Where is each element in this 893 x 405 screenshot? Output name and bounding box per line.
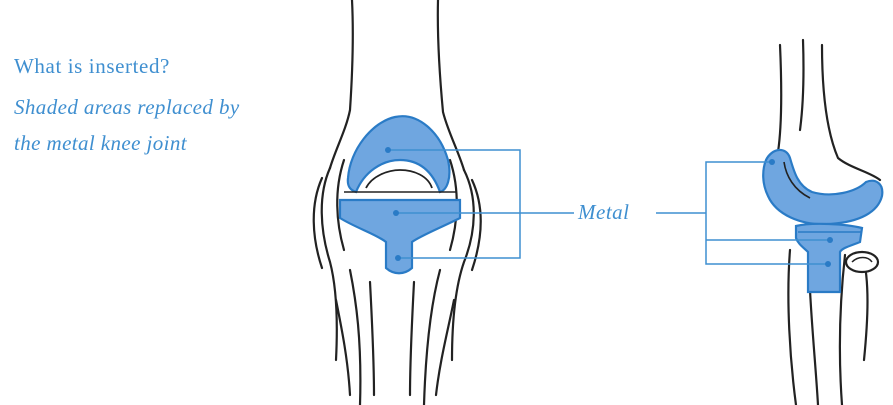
front-tibial-component xyxy=(340,200,460,273)
front-condyle-line xyxy=(366,170,432,188)
side-femoral-component xyxy=(763,150,882,224)
side-patella xyxy=(846,252,878,272)
front-femoral-component xyxy=(348,116,450,192)
metal-callout-label: Metal xyxy=(578,200,629,225)
